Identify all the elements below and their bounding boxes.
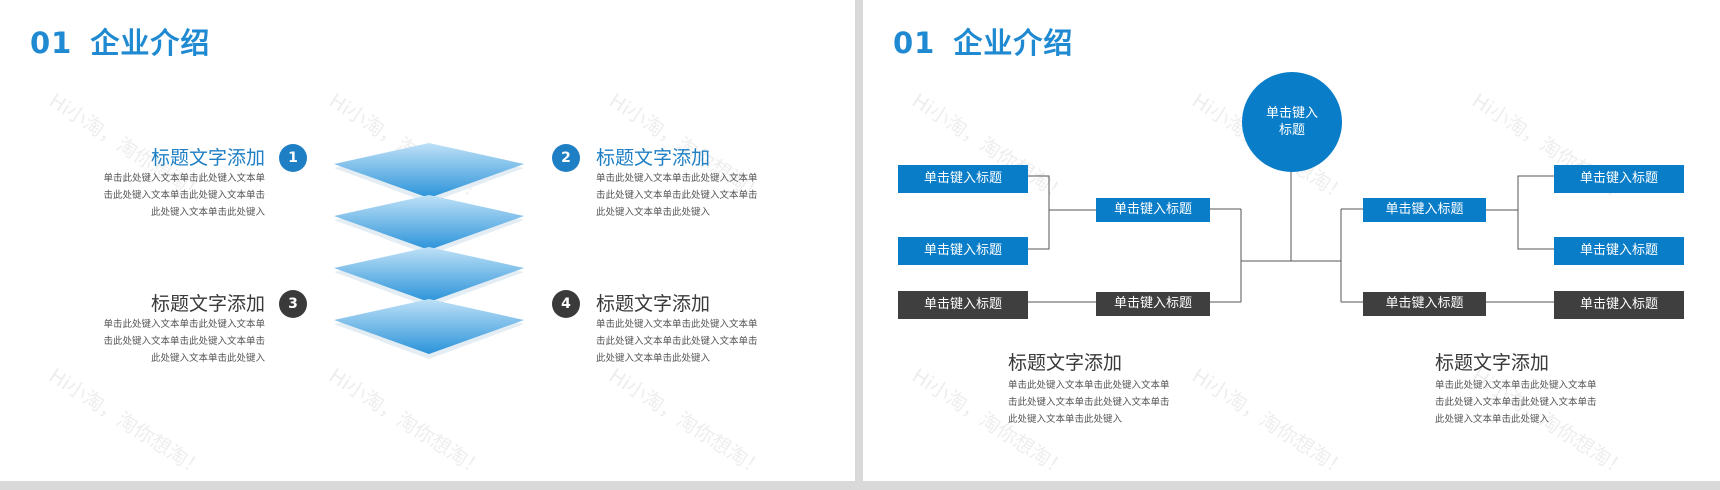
node-right-2[interactable]: 单击键入标题 [1554,237,1684,265]
item-2-badge: 2 [552,144,580,172]
title-number: 01 [893,26,936,60]
text-block-1-title: 标题文字添加 [1008,352,1123,374]
item-1-title: 标题文字添加 [150,147,265,169]
layer-diamond-4 [334,299,524,359]
item-4-badge: 4 [552,290,580,318]
text-block-2-title: 标题文字添加 [1435,352,1550,374]
root-node-circle[interactable]: 单击键入 标题 [1242,72,1342,172]
node-left-mid-1[interactable]: 单击键入标题 [1096,198,1210,222]
layer-diamond-3 [334,247,524,307]
layer-diamond-1 [334,143,524,203]
node-right-mid-1[interactable]: 单击键入标题 [1363,198,1486,222]
item-4-title: 标题文字添加 [596,293,711,315]
title-number: 01 [30,26,73,60]
slide-right: Hi小淘，淘你想淘！ Hi小淘，淘你想淘！ Hi小淘，淘你想淘！ Hi小淘，淘你… [863,0,1720,481]
item-3-body: 单击此处键入文本单击此处键入文本单击此处键入文本单击此处键入文本单击此处键入文本… [103,319,265,364]
layer-diamond-2 [334,195,524,255]
item-3-badge: 3 [279,290,307,318]
title-text: 企业介绍 [90,26,211,60]
org-chart-connectors [1027,170,1554,303]
page-title: 01 企业介绍 [893,20,1073,62]
node-left-3[interactable]: 单击键入标题 [898,291,1028,319]
root-node-label: 单击键入 标题 [1265,106,1318,138]
item-2-body: 单击此处键入文本单击此处键入文本单击此处键入文本单击此处键入文本单击此处键入文本… [596,173,758,218]
item-1-body: 单击此处键入文本单击此处键入文本单击此处键入文本单击此处键入文本单击此处键入文本… [103,173,265,218]
slide-left: Hi小淘，淘你想淘！ Hi小淘，淘你想淘！ Hi小淘，淘你想淘！ Hi小淘，淘你… [0,0,855,481]
text-block-2-body: 单击此处键入文本单击此处键入文本单击此处键入文本单击此处键入文本单击此处键入文本… [1435,380,1597,425]
title-text: 企业介绍 [953,26,1074,60]
layer-stack-graphic [334,143,524,359]
item-4-body: 单击此处键入文本单击此处键入文本单击此处键入文本单击此处键入文本单击此处键入文本… [596,319,758,364]
node-right-3[interactable]: 单击键入标题 [1554,291,1684,319]
node-left-mid-2[interactable]: 单击键入标题 [1096,292,1210,316]
item-1-badge: 1 [279,144,307,172]
page-title: 01 企业介绍 [30,20,210,62]
item-2-title: 标题文字添加 [596,147,711,169]
node-left-2[interactable]: 单击键入标题 [898,237,1028,265]
node-left-1[interactable]: 单击键入标题 [898,165,1028,193]
item-3-title: 标题文字添加 [150,293,265,315]
text-block-1-body: 单击此处键入文本单击此处键入文本单击此处键入文本单击此处键入文本单击此处键入文本… [1008,380,1170,425]
node-right-mid-2[interactable]: 单击键入标题 [1363,292,1486,316]
node-right-1[interactable]: 单击键入标题 [1554,165,1684,193]
